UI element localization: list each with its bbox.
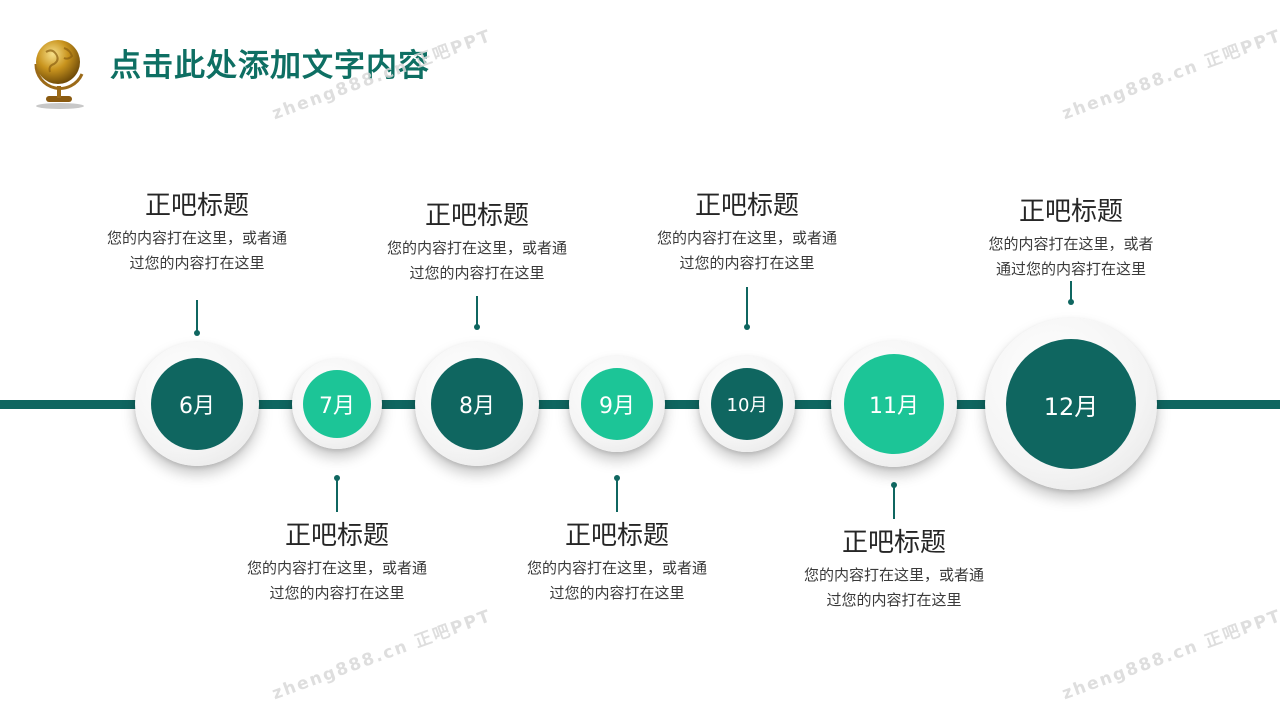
milestone-description: 您的内容打在这里，或者通过您的内容打在这里: [367, 236, 587, 286]
description-line-2: 通过您的内容打在这里: [995, 260, 1146, 278]
timeline-node[interactable]: 10月: [699, 356, 795, 452]
connector-line: [893, 485, 895, 519]
milestone-label: 正吧标题您的内容打在这里，或者通过您的内容打在这里: [227, 520, 447, 606]
watermark: zheng888.cn 正吧PPT: [1059, 605, 1280, 705]
month-label: 9月: [599, 394, 635, 419]
node-core: 11月: [844, 354, 944, 454]
milestone-title: 正吧标题: [564, 521, 669, 551]
milestone-title: 正吧标题: [841, 528, 946, 558]
description-line-2: 过您的内容打在这里: [826, 591, 962, 609]
milestone-description: 您的内容打在这里，或者通过您的内容打在这里: [87, 226, 307, 276]
globe-icon: [34, 40, 84, 109]
milestone-label: 正吧标题您的内容打在这里，或者通过您的内容打在这里: [784, 527, 1004, 613]
node-core: 10月: [711, 368, 783, 440]
node-core: 7月: [303, 370, 371, 438]
node-core: 8月: [431, 358, 523, 450]
connector-line: [336, 478, 338, 512]
milestone-label: 正吧标题您的内容打在这里，或者通过您的内容打在这里: [961, 196, 1181, 282]
milestone-title: 正吧标题: [694, 191, 799, 221]
timeline-node[interactable]: 12月: [985, 318, 1157, 490]
description-line-1: 您的内容打在这里，或者通: [656, 229, 837, 247]
connector-line: [1070, 281, 1072, 302]
milestone-title: 正吧标题: [424, 201, 529, 231]
milestone-title: 正吧标题: [144, 191, 249, 221]
month-label: 11月: [869, 394, 919, 419]
connector-dot: [614, 475, 620, 481]
month-label: 12月: [1043, 392, 1099, 421]
milestone-description: 您的内容打在这里，或者通过您的内容打在这里: [961, 232, 1181, 282]
description-line-2: 过您的内容打在这里: [409, 264, 545, 282]
month-label: 6月: [179, 394, 215, 419]
month-label: 7月: [319, 394, 355, 419]
description-line-1: 您的内容打在这里，或者通: [246, 559, 427, 577]
description-line-1: 您的内容打在这里，或者: [988, 235, 1154, 253]
watermark: zheng888.cn 正吧PPT: [1059, 25, 1280, 125]
connector-dot: [1068, 299, 1074, 305]
connector-line: [476, 296, 478, 327]
node-core: 6月: [151, 358, 243, 450]
milestone-description: 您的内容打在这里，或者通过您的内容打在这里: [637, 226, 857, 276]
connector-dot: [474, 324, 480, 330]
milestone-title: 正吧标题: [1018, 197, 1123, 227]
description-line-2: 过您的内容打在这里: [679, 254, 815, 272]
connector-line: [196, 300, 198, 333]
watermark: zheng888.cn 正吧PPT: [269, 605, 495, 705]
connector-line: [746, 287, 748, 327]
milestone-description: 您的内容打在这里，或者通过您的内容打在这里: [507, 556, 727, 606]
connector-dot: [194, 330, 200, 336]
milestone-label: 正吧标题您的内容打在这里，或者通过您的内容打在这里: [87, 190, 307, 276]
connector-dot: [334, 475, 340, 481]
description-line-2: 过您的内容打在这里: [129, 254, 265, 272]
description-line-1: 您的内容打在这里，或者通: [386, 239, 567, 257]
month-label: 8月: [459, 394, 495, 419]
description-line-2: 过您的内容打在这里: [269, 584, 405, 602]
connector-dot: [744, 324, 750, 330]
month-label: 10月: [726, 395, 768, 416]
timeline-node[interactable]: 9月: [569, 356, 665, 452]
node-core: 12月: [1006, 339, 1136, 469]
page-title: 点击此处添加文字内容: [110, 48, 430, 84]
description-line-1: 您的内容打在这里，或者通: [526, 559, 707, 577]
description-line-1: 您的内容打在这里，或者通: [106, 229, 287, 247]
milestone-title: 正吧标题: [284, 521, 389, 551]
milestone-description: 您的内容打在这里，或者通过您的内容打在这里: [784, 563, 1004, 613]
milestone-label: 正吧标题您的内容打在这里，或者通过您的内容打在这里: [367, 200, 587, 286]
timeline-node[interactable]: 8月: [415, 342, 539, 466]
timeline-node[interactable]: 11月: [831, 341, 957, 467]
timeline-node[interactable]: 7月: [292, 359, 382, 449]
milestone-description: 您的内容打在这里，或者通过您的内容打在这里: [227, 556, 447, 606]
timeline-node[interactable]: 6月: [135, 342, 259, 466]
node-core: 9月: [581, 368, 653, 440]
connector-dot: [891, 482, 897, 488]
milestone-label: 正吧标题您的内容打在这里，或者通过您的内容打在这里: [637, 190, 857, 276]
connector-line: [616, 478, 618, 512]
description-line-1: 您的内容打在这里，或者通: [803, 566, 984, 584]
description-line-2: 过您的内容打在这里: [549, 584, 685, 602]
milestone-label: 正吧标题您的内容打在这里，或者通过您的内容打在这里: [507, 520, 727, 606]
